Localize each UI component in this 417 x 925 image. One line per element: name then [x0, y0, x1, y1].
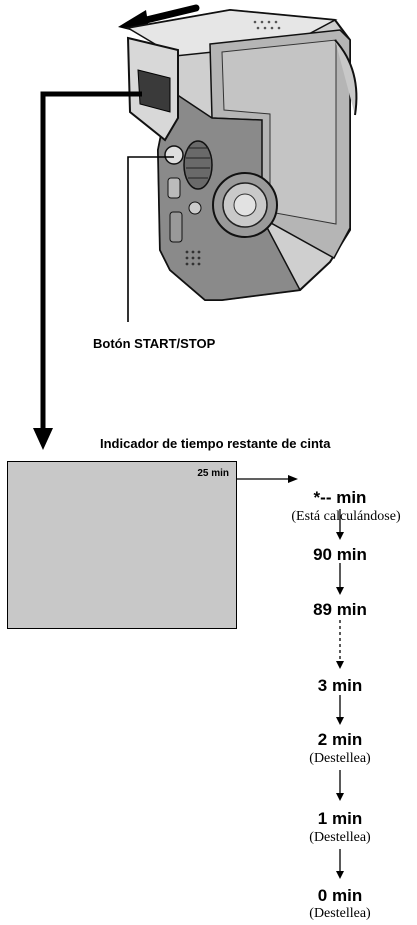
- screen-to-sequence-arrow: [232, 475, 298, 483]
- sequence-value-3: 3 min: [317, 676, 363, 695]
- start-stop-leader-line: [127, 156, 174, 322]
- sequence-note-1: (Destellea): [309, 830, 371, 845]
- sequence-value-90: 90 min: [313, 545, 367, 564]
- viewfinder-leader-line: [33, 91, 142, 450]
- sequence-value-calculating: *-- min: [313, 488, 367, 507]
- sequence-note-calculating: (Está calculándose): [291, 509, 401, 524]
- sequence-value-1: 1 min: [317, 809, 363, 828]
- sequence-value-2: 2 min: [317, 730, 363, 749]
- sequence-arrows: [336, 509, 344, 879]
- sequence-note-2: (Destellea): [309, 751, 371, 766]
- screen-remaining-time: 25 min: [197, 468, 229, 479]
- sequence-value-89: 89 min: [313, 600, 367, 619]
- sequence-note-0: (Destellea): [309, 906, 371, 921]
- start-stop-button-label: Botón START/STOP: [93, 336, 216, 351]
- sequence-value-0: 0 min: [317, 886, 363, 905]
- camcorder-illustration: [118, 4, 358, 301]
- indicator-title: Indicador de tiempo restante de cinta: [100, 436, 331, 451]
- viewfinder-screen: 25 min: [7, 461, 237, 629]
